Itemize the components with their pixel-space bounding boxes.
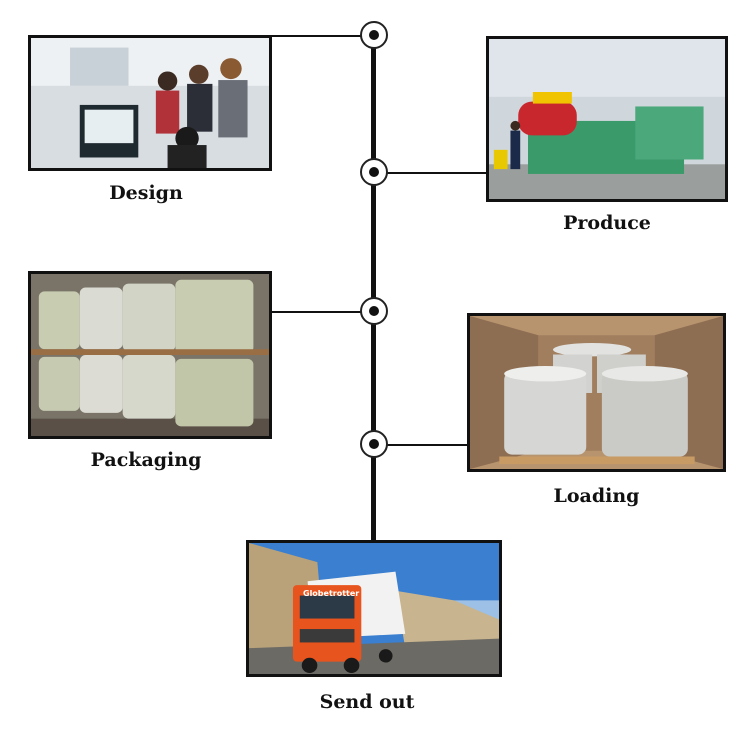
step-label-produce: Produce — [563, 212, 651, 234]
step-label-loading: Loading — [553, 485, 640, 507]
timeline-node-icon — [360, 430, 388, 458]
send-out-photo: Globetrotter — [246, 540, 502, 677]
step-label-packaging: Packaging — [90, 449, 202, 471]
step-label-send-out: Send out — [319, 691, 415, 713]
timeline-spine — [371, 36, 376, 542]
timeline-node-icon — [360, 158, 388, 186]
design-photo — [28, 35, 272, 171]
connector-loading — [386, 444, 470, 446]
truck-brand-text: Globetrotter — [303, 589, 360, 598]
connector-design — [270, 35, 362, 37]
connector-produce — [386, 172, 488, 174]
produce-photo — [486, 36, 728, 202]
timeline-node-icon — [360, 297, 388, 325]
timeline-node-icon — [360, 21, 388, 49]
packaging-photo — [28, 271, 272, 439]
step-label-design: Design — [109, 182, 183, 204]
connector-packaging — [270, 311, 362, 313]
loading-photo — [467, 313, 726, 472]
